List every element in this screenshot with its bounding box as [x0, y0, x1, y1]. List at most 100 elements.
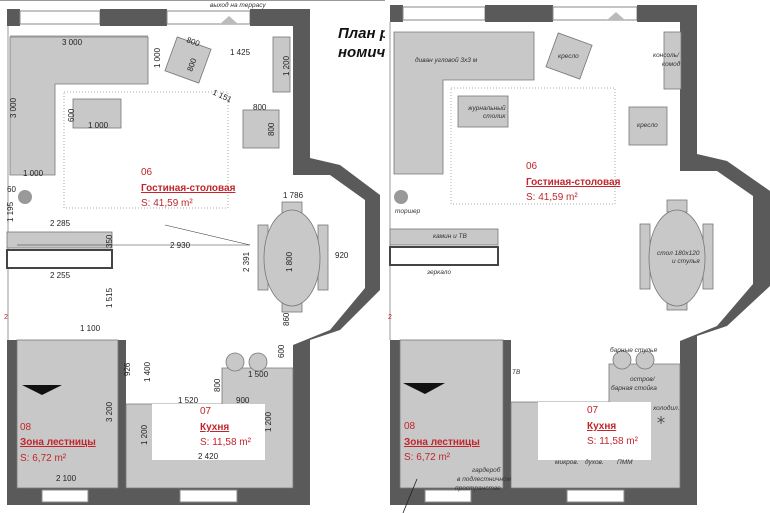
stair-arrow-icon [22, 385, 62, 395]
mirror [389, 246, 499, 266]
room-number: 07 [200, 406, 212, 417]
fireplace-tv [6, 231, 113, 249]
wall-bay [293, 9, 380, 505]
dimension-label: 860 [282, 312, 291, 326]
oven-label: духов. [585, 458, 604, 466]
room-name: Зона лестницы [404, 437, 480, 448]
dimension-label: 2 255 [50, 271, 71, 280]
room-name: Кухня [587, 421, 616, 432]
room-number: 08 [404, 421, 416, 432]
terrace-exit-label: выход на террасу [210, 1, 266, 9]
dimension-label: 1 200 [264, 411, 273, 432]
room-labels: 06 Гостиная-столовая S: 41,59 m² 07 Кухн… [404, 161, 639, 463]
fridge-label: холодил. [652, 404, 680, 412]
dimension-label: 1 200 [140, 424, 149, 445]
room-number: 06 [141, 167, 153, 178]
bar-stool [248, 352, 268, 372]
room-area: S: 6,72 m² [404, 452, 451, 463]
wall-stairs [118, 340, 126, 490]
furniture-labels: диван угловой 3х3 м кресло консоль/ комо… [395, 52, 700, 513]
table-label: и стулья [672, 258, 700, 265]
wall-left [390, 340, 400, 505]
room-name: Зона лестницы [20, 437, 96, 448]
floor-lamp-icon [18, 190, 32, 204]
dimension-label: 800 [267, 122, 276, 136]
mirror [6, 249, 113, 269]
dimension-label: 1 500 [248, 370, 269, 379]
console-label: комод [662, 60, 681, 68]
island-label: остров/ [630, 376, 656, 383]
fireplace-label: камин и ТВ [433, 233, 468, 240]
dining-table [263, 209, 321, 307]
room-area: S: 41,59 m² [526, 192, 578, 203]
dimension-label: 920 [335, 251, 349, 260]
wall-left [7, 340, 17, 505]
dimension-label: 926 [123, 362, 132, 376]
dimension-label: 1 515 [105, 287, 114, 308]
bar-stool [635, 350, 655, 370]
island-label: барная стойка [611, 384, 657, 392]
dimension-label: 1 000 [23, 169, 44, 178]
stair-arrow-icon [403, 383, 445, 394]
wall [485, 5, 553, 22]
corner-sofa [9, 36, 149, 176]
room-number: 08 [20, 422, 32, 433]
staircase [399, 339, 504, 489]
mirror-label: зеркало [426, 269, 451, 276]
chair [639, 223, 651, 290]
wardrobe-label: в подлестничном [457, 475, 512, 483]
dimension-label: 800 [185, 57, 198, 73]
furniture [6, 36, 329, 489]
rug [63, 91, 229, 209]
dining-table [648, 209, 706, 307]
tv-label: ТВ [512, 369, 521, 376]
kitchen-floor [152, 404, 265, 460]
dimension-label: 1 195 [6, 201, 15, 222]
dimension-label: 2 391 [242, 251, 251, 272]
wall-stairs [503, 340, 511, 490]
dimension-label: 2 420 [198, 452, 219, 461]
window [19, 10, 101, 25]
dimension-label: 900 [236, 396, 250, 405]
terrace-door [166, 10, 251, 25]
dimension-label: 2 100 [56, 474, 77, 483]
wall-bay [680, 5, 770, 505]
dimension-label: 350 [105, 234, 114, 248]
wall [390, 5, 403, 22]
coffee-table-label: столик [483, 113, 506, 120]
window [41, 489, 89, 503]
fireplace-tv [389, 228, 499, 246]
dimension-label: 2 285 [50, 219, 71, 228]
armchair [628, 106, 668, 146]
window [402, 6, 486, 21]
bar-stool [612, 350, 632, 370]
dimension-label: 600 [67, 108, 76, 122]
title-line-2: номич [338, 44, 386, 61]
floor-lamp-label: торшер [395, 208, 421, 215]
armchair [545, 32, 593, 80]
room-labels: 06 Гостиная-столовая S: 41,59 m² 07 Кухн… [20, 167, 252, 464]
dimension-label: 1 400 [143, 361, 152, 382]
dimension-plan: выход на террасу [4, 1, 380, 505]
dimension-label: 1 100 [80, 324, 101, 333]
dimension-label: 800 [185, 35, 201, 48]
dimension-label: 1 800 [285, 251, 294, 272]
room-number: 06 [526, 161, 538, 172]
furniture-plan: диван угловой 3х3 м кресло консоль/ комо… [385, 0, 770, 513]
walls [7, 9, 380, 505]
barstools-label: барные стулья [610, 346, 657, 354]
room-area: S: 6,72 m² [20, 453, 67, 464]
dimension-label: 1 520 [178, 396, 199, 405]
marker: 2 [388, 314, 392, 321]
dimension-label: 1 151 [211, 88, 233, 105]
corner-sofa [393, 31, 535, 175]
floor-lamp-icon [394, 190, 408, 204]
dimension-label: 800 [213, 378, 222, 392]
dimension-label: 1 786 [283, 191, 304, 200]
rug [450, 87, 616, 205]
staircase [16, 339, 119, 489]
console-label: консоль/ [653, 52, 680, 59]
console [663, 31, 682, 90]
room-name: Гостиная-столовая [526, 177, 621, 188]
armchair-label: кресло [637, 122, 658, 129]
